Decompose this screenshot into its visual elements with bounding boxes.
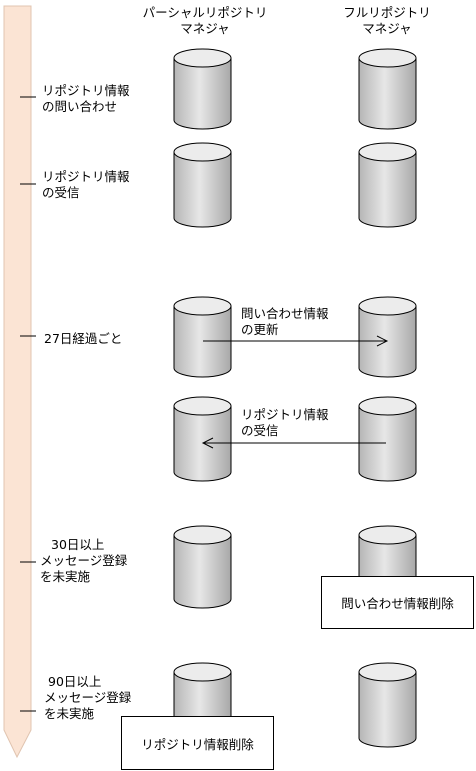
label-line: の問い合わせ (42, 99, 118, 114)
label-line: メッセージ登録 (40, 553, 128, 568)
label-line: 問い合わせ情報 (241, 306, 329, 321)
label-line: の受信 (241, 423, 279, 438)
partial-repository-cylinder (173, 296, 232, 378)
update-arrow (203, 335, 389, 347)
label-line: リポジトリ情報 (42, 169, 130, 184)
label-line: メッセージ登録 (44, 690, 132, 705)
timeline-label-27days: 27日経過ごと (44, 331, 122, 347)
timeline-label-inquiry: リポジトリ情報 の問い合わせ (42, 83, 130, 115)
label-line: 30日以上 (51, 537, 105, 552)
label-line: リポジトリ情報 (42, 83, 130, 98)
receive-arrow-label: リポジトリ情報 の受信 (241, 407, 329, 439)
full-repository-cylinder (358, 142, 417, 228)
cylinders (173, 48, 417, 748)
partial-repository-cylinder (173, 525, 232, 609)
header-line: マネジャ (362, 21, 412, 36)
label-line: を未実施 (40, 569, 91, 584)
full-repository-cylinder (358, 396, 417, 482)
full-repository-cylinder (358, 296, 417, 378)
label-line: 27日経過ごと (44, 331, 123, 346)
header-line: パーシャルリポジトリ (142, 5, 268, 20)
label-line: を未実施 (44, 706, 95, 721)
full-repository-cylinder (358, 48, 417, 130)
timeline-ticks (20, 96, 36, 712)
timeline-label-90days: 90日以上 メッセージ登録 を未実施 (44, 674, 131, 722)
header-line: マネジャ (180, 21, 230, 36)
delete-repository-box: リポジトリ情報削除 (121, 716, 274, 770)
partial-repository-cylinder (173, 142, 232, 228)
label-line: 90日以上 (48, 674, 102, 689)
label-line: の更新 (241, 322, 279, 337)
label-line: の受信 (42, 185, 80, 200)
partial-manager-header: パーシャルリポジトリ マネジャ (130, 5, 280, 37)
label-line: リポジトリ情報 (241, 407, 329, 422)
full-manager-header: フルリポジトリ マネジャ (322, 5, 452, 37)
header-line: フルリポジトリ (343, 5, 431, 20)
partial-repository-cylinder (173, 48, 232, 130)
full-repository-cylinder (358, 662, 417, 748)
update-arrow-label: 問い合わせ情報 の更新 (241, 306, 329, 338)
timeline-bar (3, 5, 32, 759)
timeline-label-receive: リポジトリ情報 の受信 (42, 169, 130, 201)
receive-arrow (201, 437, 386, 449)
partial-repository-cylinder (173, 396, 232, 482)
delete-inquiry-box: 問い合わせ情報削除 (321, 576, 474, 629)
timeline-label-30days: 30日以上 メッセージ登録 を未実施 (40, 537, 127, 585)
